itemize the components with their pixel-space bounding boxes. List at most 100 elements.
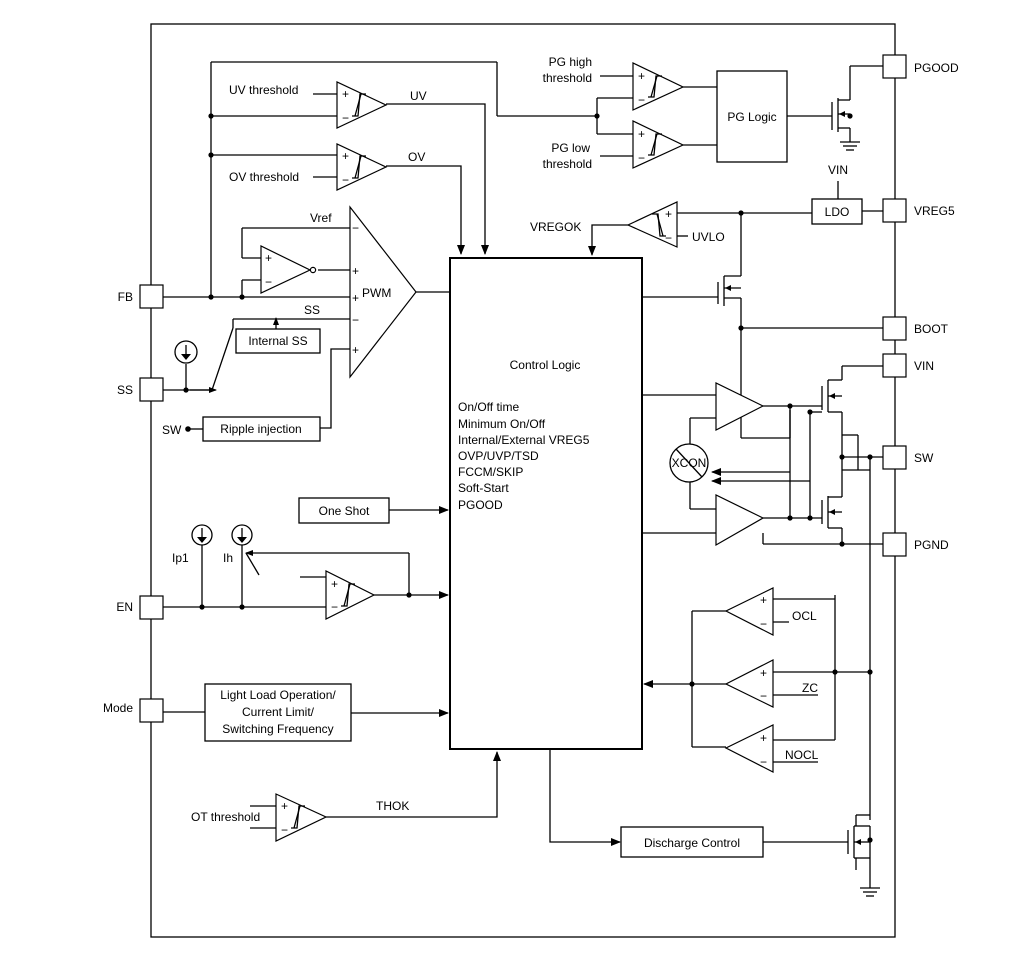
svg-text:+: +: [665, 207, 672, 221]
pin-vin: VIN: [882, 353, 934, 378]
pg-low-label: PG low: [551, 141, 590, 155]
low-side-mosfet-icon: [821, 496, 842, 529]
svg-text:Current Limit/: Current Limit/: [242, 705, 315, 719]
ocl-comparator: + −: [724, 587, 774, 636]
ic-outline: [150, 23, 896, 938]
svg-text:PGND: PGND: [914, 538, 949, 552]
ov-threshold-label: OV threshold: [229, 170, 299, 184]
svg-text:−: −: [760, 617, 767, 631]
control-logic-item: Minimum On/Off: [458, 417, 546, 431]
ldo-block: LDO: [811, 198, 863, 225]
pg-high-label: threshold: [543, 71, 592, 85]
light-load-block: Light Load Operation/ Current Limit/ Swi…: [204, 683, 352, 742]
junction-dots: [183, 113, 873, 843]
svg-text:XCON: XCON: [672, 456, 707, 470]
svg-text:PG Logic: PG Logic: [727, 110, 776, 124]
svg-text:+: +: [352, 343, 359, 357]
svg-text:Light Load Operation/: Light Load Operation/: [220, 688, 336, 702]
svg-text:Control Logic: Control Logic: [510, 358, 581, 372]
discharge-mosfet-icon: [847, 825, 870, 859]
svg-text:+: +: [352, 291, 359, 305]
pin-fb: FB: [118, 284, 164, 309]
svg-text:PGOOD: PGOOD: [914, 61, 959, 75]
low-side-driver: [715, 494, 765, 547]
vin-ldo-label: VIN: [828, 163, 848, 177]
uv-label: UV: [410, 89, 427, 103]
ih-label: Ih: [223, 551, 233, 565]
zc-comparator: + −: [724, 659, 774, 708]
xcon-block: XCON: [669, 443, 709, 483]
svg-text:+: +: [638, 127, 645, 141]
svg-text:VIN: VIN: [914, 359, 934, 373]
control-logic-block: Control Logic On/Off time Minimum On/Off…: [449, 257, 643, 750]
svg-text:VREG5: VREG5: [914, 204, 955, 218]
svg-text:+: +: [281, 799, 288, 813]
svg-text:−: −: [342, 173, 349, 187]
svg-text:−: −: [760, 755, 767, 769]
vreg5-switch-mosfet-icon: [717, 275, 741, 306]
pin-ss: SS: [117, 377, 164, 402]
discharge-control-block: Discharge Control: [620, 826, 764, 858]
svg-text:SW: SW: [914, 451, 934, 465]
ocl-label: OCL: [792, 609, 817, 623]
svg-text:−: −: [265, 275, 272, 289]
svg-text:EN: EN: [116, 600, 133, 614]
svg-text:−: −: [352, 313, 359, 327]
ip1-current-source-icon: [191, 524, 213, 546]
svg-text:−: −: [281, 823, 288, 837]
pin-boot: BOOT: [882, 316, 949, 341]
svg-text:+: +: [352, 264, 359, 278]
svg-text:+: +: [265, 251, 272, 265]
svg-text:+: +: [638, 69, 645, 83]
control-logic-item: FCCM/SKIP: [458, 465, 523, 479]
nocl-label: NOCL: [785, 748, 819, 762]
vref-label: Vref: [310, 211, 332, 225]
ip1-label: Ip1: [172, 551, 189, 565]
nocl-comparator: + −: [724, 724, 774, 773]
pwm-comparator: − + + − +: [349, 205, 417, 379]
ss-current-source-icon: [174, 340, 198, 364]
ground-icon: [840, 141, 860, 151]
svg-text:+: +: [760, 593, 767, 607]
en-comparator: + −: [325, 570, 376, 620]
svg-text:SS: SS: [117, 383, 133, 397]
pin-sw: SW: [882, 445, 934, 470]
ov-label: OV: [408, 150, 425, 164]
pin-vreg5: VREG5: [882, 198, 955, 223]
svg-text:One Shot: One Shot: [319, 504, 370, 518]
svg-text:+: +: [760, 666, 767, 680]
zc-label: ZC: [802, 681, 818, 695]
svg-text:FB: FB: [118, 290, 133, 304]
pin-pgood: PGOOD: [882, 54, 959, 79]
svg-text:Mode: Mode: [103, 701, 133, 715]
svg-text:−: −: [331, 600, 338, 614]
pg-high-label: PG high: [549, 55, 592, 69]
svg-text:Internal SS: Internal SS: [248, 334, 307, 348]
uvlo-label: UVLO: [692, 230, 725, 244]
high-side-mosfet-icon: [821, 379, 842, 413]
thok-label: THOK: [376, 799, 409, 813]
svg-text:BOOT: BOOT: [914, 322, 949, 336]
pg-low-comparator: + −: [632, 120, 685, 169]
pgood-mosfet-icon: [831, 98, 850, 132]
svg-text:+: +: [342, 149, 349, 163]
svg-text:−: −: [638, 151, 645, 165]
svg-text:LDO: LDO: [825, 205, 850, 219]
high-side-driver: [715, 382, 765, 431]
pin-pgnd: PGND: [882, 532, 949, 557]
uv-threshold-label: UV threshold: [229, 83, 298, 97]
control-logic-item: OVP/UVP/TSD: [458, 449, 539, 463]
control-logic-item: On/Off time: [458, 400, 519, 414]
svg-text:−: −: [352, 221, 359, 235]
one-shot-block: One Shot: [298, 497, 390, 524]
pg-logic-block: PG Logic: [716, 70, 788, 163]
ot-comparator: + −: [275, 793, 328, 842]
svg-text:−: −: [760, 689, 767, 703]
svg-text:+: +: [331, 577, 338, 591]
control-logic-item: Internal/External VREG5: [458, 433, 590, 447]
internal-ss-block: Internal SS: [235, 328, 321, 354]
svg-text:Discharge Control: Discharge Control: [644, 836, 740, 850]
ripple-injection-block: Ripple injection: [202, 416, 321, 442]
svg-text:−: −: [342, 111, 349, 125]
